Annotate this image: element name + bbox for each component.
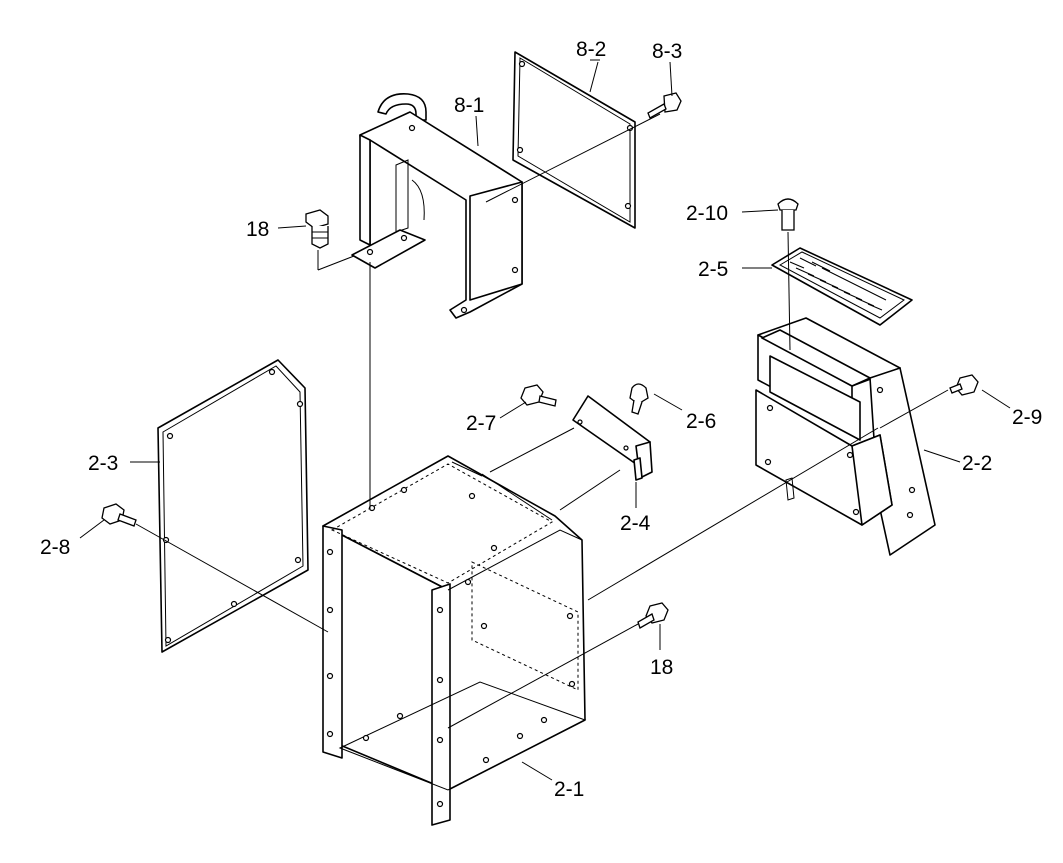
part-2-1-main-box (322, 455, 587, 826)
label-8-2: 8-2 (576, 38, 606, 61)
part-2-2-housing (755, 317, 936, 556)
part-2-8-bolt (101, 503, 137, 527)
part-2-5-grip-plate (771, 247, 913, 326)
part-2-7-bolt (520, 384, 557, 407)
label-2-7: 2-7 (466, 412, 496, 435)
part-18-screw-bottom (637, 602, 669, 629)
part-8-3-bolt (647, 92, 682, 119)
part-2-4-plate (572, 395, 653, 481)
label-2-6: 2-6 (686, 410, 716, 433)
grip-pattern-icon (789, 257, 887, 311)
label-2-1: 2-1 (554, 778, 584, 801)
leader-lines (79, 59, 1011, 781)
label-8-3: 8-3 (652, 40, 682, 63)
part-2-9-bolt (949, 374, 979, 396)
label-8-1: 8-1 (454, 94, 484, 117)
part-8-2-cover-plate (512, 51, 636, 229)
part-18-screw-top (305, 209, 329, 249)
label-2-3: 2-3 (88, 452, 118, 475)
label-2-4: 2-4 (620, 512, 651, 535)
label-2-5: 2-5 (698, 258, 728, 281)
label-2-10: 2-10 (686, 202, 728, 225)
part-8-1-bracket (351, 93, 523, 319)
part-2-10-screw (777, 198, 799, 231)
part-2-6-latch (629, 383, 649, 415)
part-2-3-side-panel (157, 359, 309, 653)
label-18-bottom: 18 (650, 656, 673, 679)
label-2-2: 2-2 (962, 452, 992, 475)
label-18-top: 18 (246, 218, 269, 241)
label-2-8: 2-8 (40, 536, 70, 559)
label-2-9: 2-9 (1012, 406, 1042, 429)
